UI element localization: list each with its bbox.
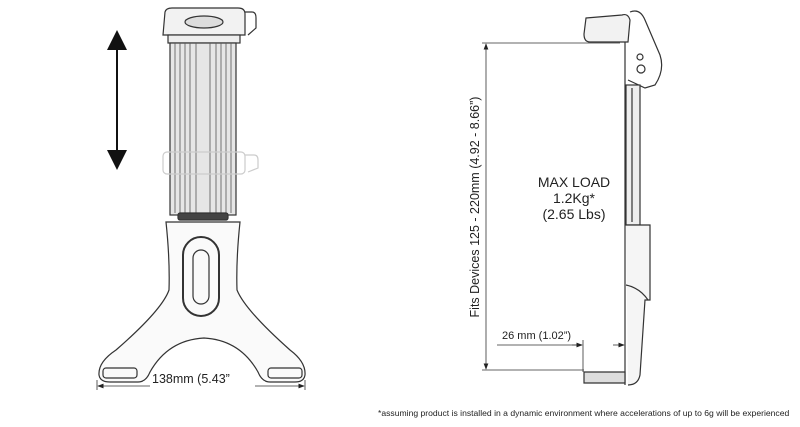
depth-dimension-line (497, 340, 625, 372)
max-load-title: MAX LOAD (537, 174, 611, 190)
height-label: Fits Devices 125 - 220mm (4.92 - 8.66”) (468, 96, 482, 318)
depth-label: 26 mm (1.02”) (502, 330, 572, 342)
front-view-holder (98, 7, 306, 383)
max-load-kg: 1.2Kg* (552, 190, 596, 206)
width-label: 138mm (5.43” (152, 372, 230, 386)
footnote: *assuming product is installed in a dyna… (378, 408, 790, 418)
side-view-holder (583, 10, 663, 386)
max-load-label: MAX LOAD 1.2Kg* (2.65 Lbs) (520, 174, 628, 222)
height-dimension-line (482, 42, 620, 371)
adjust-arrow-icon (107, 30, 127, 170)
width-dimension-line (96, 380, 306, 390)
max-load-lbs: (2.65 Lbs) (542, 206, 606, 222)
